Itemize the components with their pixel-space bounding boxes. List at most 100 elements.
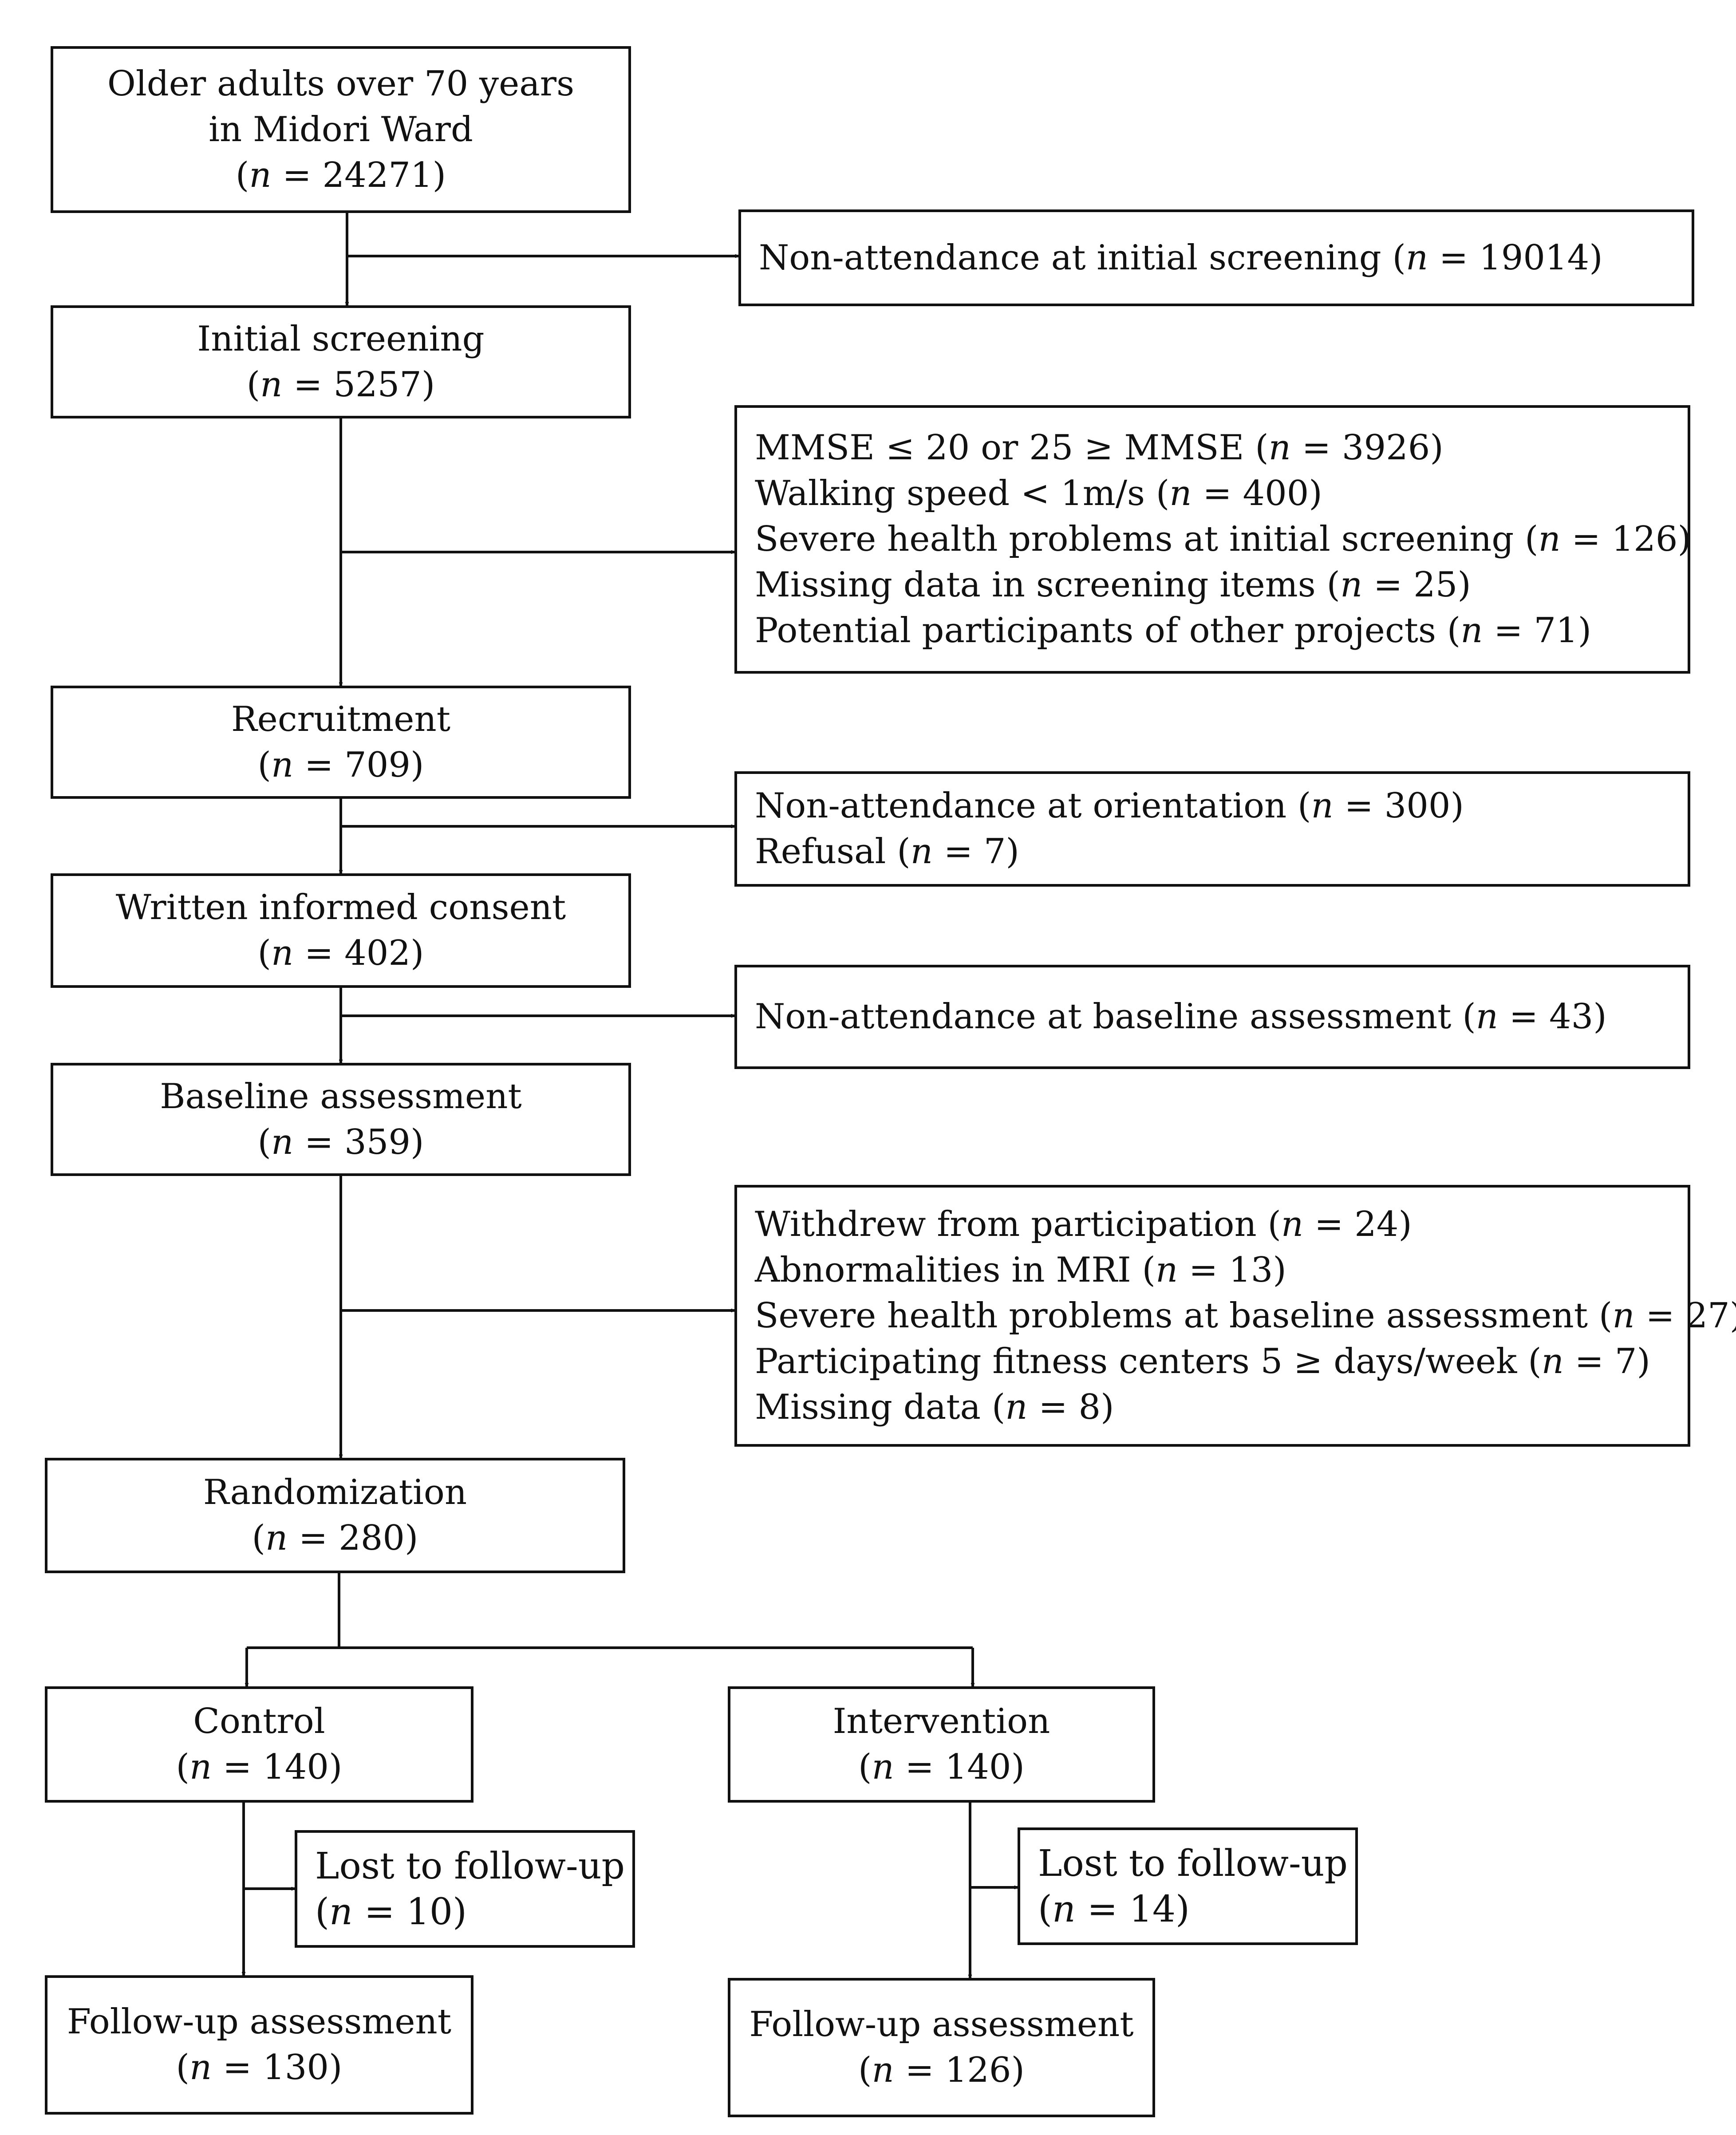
box-intervention: Intervention (n = 140) <box>728 1686 1155 1803</box>
paren: ( <box>315 1890 329 1933</box>
box-line: Written informed consent <box>115 888 566 927</box>
n-symbol: n <box>1005 1387 1028 1427</box>
box-count: (n = 280) <box>252 1515 418 1561</box>
box-control: Control (n = 140) <box>45 1686 473 1803</box>
n-symbol: n <box>872 1747 894 1787</box>
box-randomization: Randomization (n = 280) <box>45 1458 625 1573</box>
exclusion-reason: Missing data in screening items ( <box>755 565 1340 605</box>
count-value: = 280) <box>288 1518 418 1558</box>
n-symbol: n <box>1541 1341 1564 1381</box>
count-value: = 140) <box>212 1747 343 1787</box>
paren: ( <box>858 2050 872 2090</box>
box-line: Follow-up assessment <box>749 2005 1134 2044</box>
paren: ( <box>246 364 260 405</box>
box-initial-screening: Initial screening (n = 5257) <box>51 305 631 418</box>
count-value: = 25) <box>1362 565 1471 605</box>
box-followup-control: Follow-up assessment (n = 130) <box>45 1975 473 2115</box>
box-consent: Written informed consent (n = 402) <box>51 873 631 988</box>
n-symbol: n <box>910 832 933 872</box>
box-population: Older adults over 70 years in Midori War… <box>51 46 631 213</box>
box-count: (n = 140) <box>858 1744 1025 1790</box>
n-symbol: n <box>1460 611 1483 651</box>
exclusion-line: Severe health problems at baseline asses… <box>755 1293 1736 1339</box>
box-count: (n = 24271) <box>236 153 446 198</box>
n-symbol: n <box>329 1890 353 1933</box>
count-value: = 14) <box>1075 1888 1190 1930</box>
box-line: Baseline assessment <box>160 1076 522 1117</box>
exclusion-line: Non-attendance at baseline assessment (n… <box>755 994 1607 1040</box>
exclusion-line: Walking speed < 1m/s (n = 400) <box>755 471 1322 517</box>
paren: ( <box>235 155 249 195</box>
exclusion-reason: Withdrew from participation ( <box>755 1204 1281 1244</box>
box-line: Intervention <box>832 1701 1050 1741</box>
exclusion-line: Abnormalities in MRI (n = 13) <box>755 1247 1286 1293</box>
exclusion-line: Withdrew from participation (n = 24) <box>755 1202 1412 1247</box>
count-value: = 13) <box>1178 1250 1286 1290</box>
paren: ( <box>257 745 271 785</box>
box-count: (n = 709) <box>258 742 424 788</box>
box-count: (n = 140) <box>176 1744 343 1790</box>
paren: ( <box>176 2048 189 2088</box>
count-value: = 130) <box>212 2048 343 2088</box>
box-line: in Midori Ward <box>209 109 473 150</box>
exclusion-line: Refusal (n = 7) <box>755 829 1019 875</box>
count-value: = 5257) <box>282 364 435 405</box>
n-symbol: n <box>1268 428 1291 468</box>
exclusion-reason: Refusal ( <box>755 832 911 872</box>
box-count: (n = 126) <box>858 2048 1025 2093</box>
box-count: (n = 130) <box>176 2045 343 2091</box>
n-symbol: n <box>1052 1888 1076 1930</box>
count-value: = 126) <box>894 2050 1025 2090</box>
paren: ( <box>257 1122 271 1162</box>
count-value: = 7) <box>1563 1341 1650 1381</box>
count-value: = 400) <box>1192 474 1322 513</box>
exclusion-reason: Severe health problems at initial screen… <box>755 519 1539 559</box>
n-symbol: n <box>1538 519 1561 559</box>
count-value: = 300) <box>1333 786 1464 826</box>
exclusion-reason: Severe health problems at baseline asses… <box>755 1295 1613 1336</box>
count-value: = 43) <box>1498 997 1607 1037</box>
box-line: Randomization <box>203 1472 467 1512</box>
exclusion-reason: Participating fitness centers 5 ≥ days/w… <box>755 1341 1542 1381</box>
exclusion-line: Severe health problems at initial screen… <box>755 517 1691 562</box>
count-value: = 7) <box>932 832 1019 872</box>
exclusion-reason: Non-attendance at initial screening ( <box>759 237 1406 278</box>
exclusion-line: Non-attendance at initial screening (n =… <box>759 235 1603 281</box>
box-baseline: Baseline assessment (n = 359) <box>51 1063 631 1176</box>
count-value: = 24271) <box>271 155 446 195</box>
box-excl-screening-criteria: MMSE ≤ 20 or 25 ≥ MMSE (n = 3926) Walkin… <box>734 405 1691 674</box>
count-value: = 10) <box>352 1890 467 1933</box>
count-value: = 359) <box>293 1122 424 1162</box>
exclusion-line: Potential participants of other projects… <box>755 608 1591 654</box>
box-excl-screening-attendance: Non-attendance at initial screening (n =… <box>738 209 1694 306</box>
paren: ( <box>858 1747 872 1787</box>
box-recruitment: Recruitment (n = 709) <box>51 686 631 799</box>
box-count: (n = 402) <box>258 931 424 976</box>
paren: ( <box>252 1518 265 1558</box>
n-symbol: n <box>265 1518 288 1558</box>
count-value: = 3926) <box>1290 428 1444 468</box>
count-value: = 19014) <box>1428 237 1603 278</box>
count-value: = 24) <box>1303 1204 1412 1244</box>
n-symbol: n <box>872 2050 894 2090</box>
n-symbol: n <box>1340 565 1363 605</box>
n-symbol: n <box>260 364 283 405</box>
n-symbol: n <box>1169 474 1192 513</box>
box-excl-baseline-criteria: Withdrew from participation (n = 24) Abn… <box>734 1185 1736 1447</box>
box-line: Follow-up assessment <box>67 2002 452 2042</box>
count-value: = 27) <box>1634 1295 1736 1336</box>
box-line: Lost to follow-up <box>1038 1842 1348 1885</box>
box-excl-baseline-attendance: Non-attendance at baseline assessment (n… <box>734 965 1690 1069</box>
box-excl-orientation: Non-attendance at orientation (n = 300) … <box>734 771 1690 887</box>
n-symbol: n <box>271 745 294 785</box>
box-line: Lost to follow-up <box>315 1845 625 1887</box>
exclusion-line: Participating fitness centers 5 ≥ days/w… <box>755 1339 1650 1385</box>
n-symbol: n <box>1405 237 1428 278</box>
exclusion-reason: Non-attendance at orientation ( <box>755 786 1311 826</box>
n-symbol: n <box>271 1122 294 1162</box>
exclusion-line: Non-attendance at orientation (n = 300) <box>755 783 1464 829</box>
n-symbol: n <box>1476 997 1498 1037</box>
box-count: (n = 10) <box>315 1889 467 1935</box>
n-symbol: n <box>1155 1250 1178 1290</box>
